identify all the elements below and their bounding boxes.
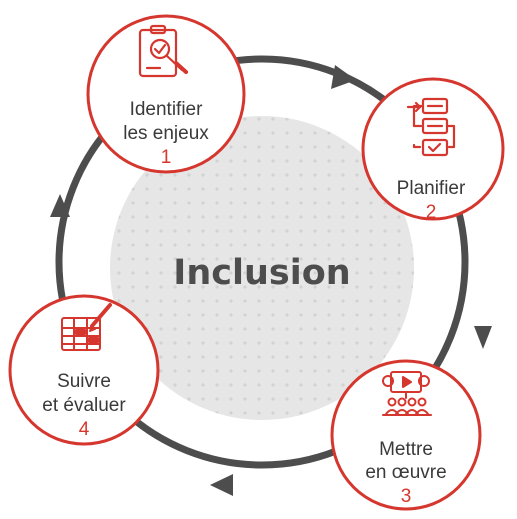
team-meeting-icon [382,371,432,416]
plan-pencil-icon [61,303,112,351]
center-title: Inclusion [173,253,350,293]
flowchart-checklist-icon [406,97,456,157]
arrow-right [474,326,492,349]
step-plan-number: 2 [426,202,437,223]
step-implement[interactable]: Mettre en œuvre 3 [330,359,482,511]
step-evaluate-line2: et évaluer [42,395,126,416]
step-identify-line2: les enjeux [123,123,209,144]
step-identify-number: 1 [161,147,172,168]
step-implement-line2: en œuvre [365,462,446,483]
step-evaluate-line1: Suivre [57,371,111,392]
step-plan[interactable]: Planifier 2 [361,77,505,223]
step-evaluate[interactable]: Suivre et évaluer 4 [8,294,160,446]
step-identify[interactable]: Identifier les enjeux 1 [86,14,246,174]
cycle-ring [55,55,469,469]
arrow-left [50,194,70,217]
step-implement-line1: Mettre [379,439,433,460]
arrow-bottom [210,474,233,496]
center-disc [110,116,414,420]
step-plan-line1: Planifier [397,178,466,199]
step-implement-number: 3 [401,486,412,507]
step-evaluate-number: 4 [79,419,90,440]
arrow-top [331,65,356,89]
cycle-arrows [50,65,492,496]
clipboard-magnifier-icon [138,24,188,78]
step-identify-line1: Identifier [130,99,204,120]
